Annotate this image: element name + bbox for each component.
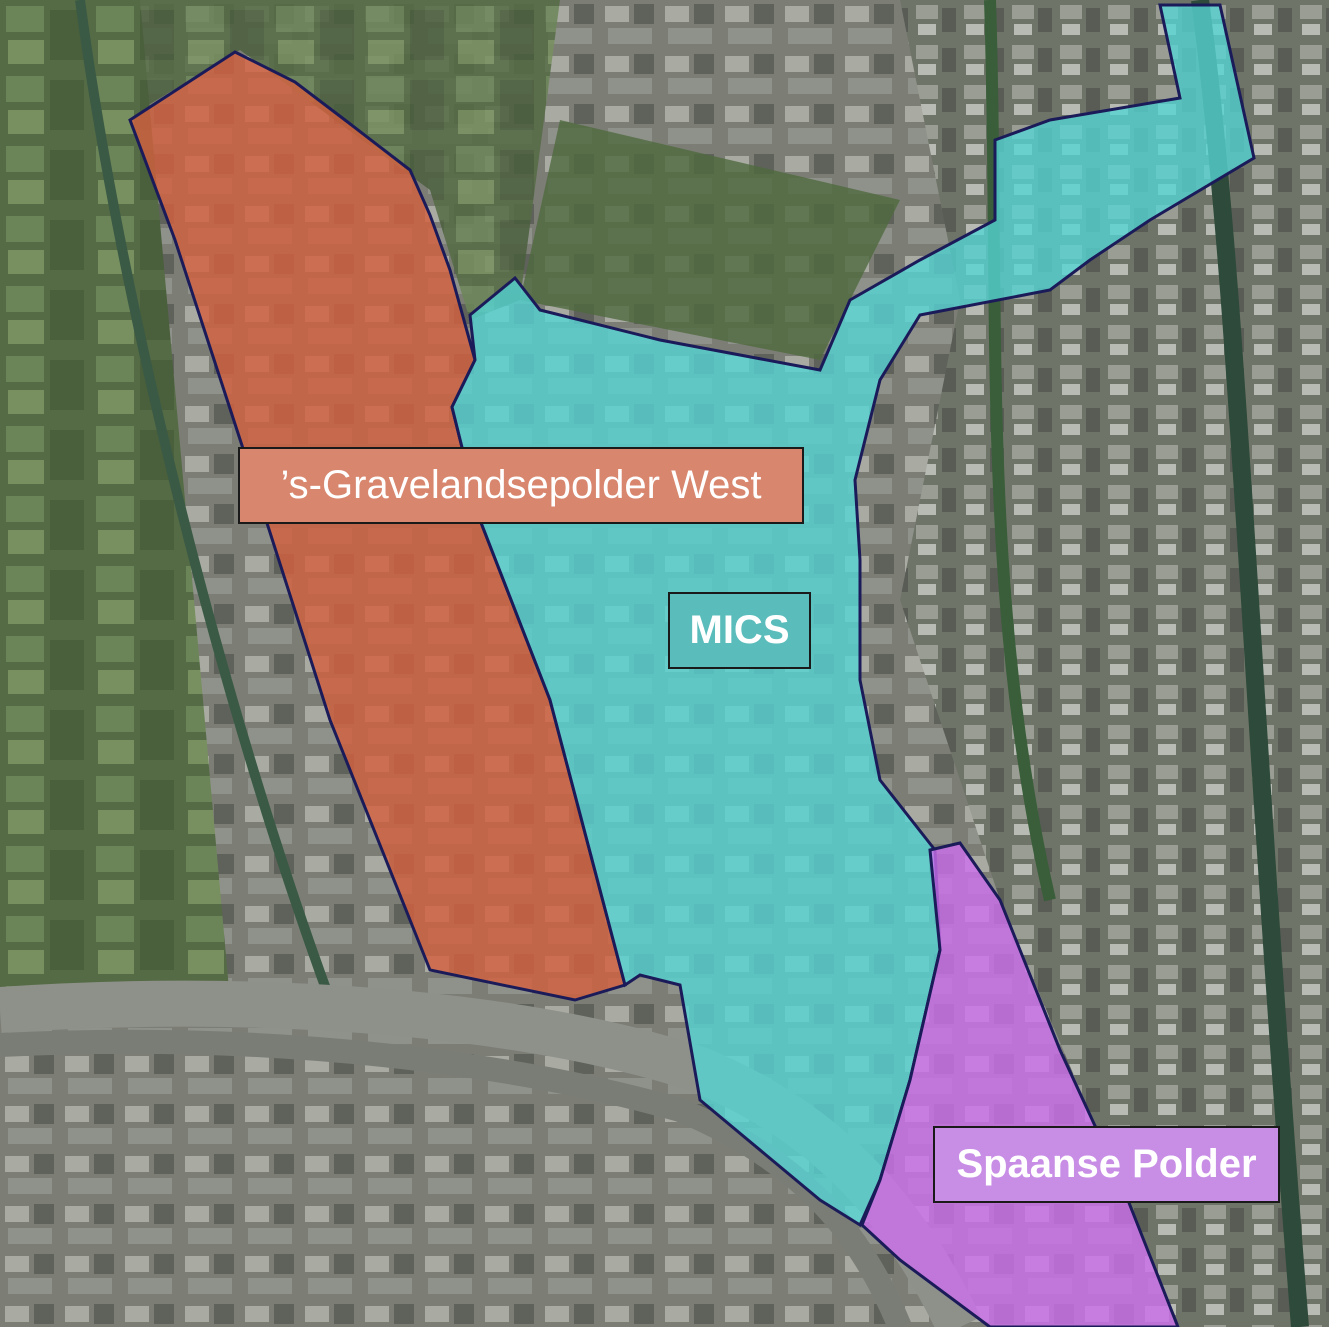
woodland <box>520 120 900 360</box>
north-green-area <box>140 0 560 320</box>
zone-label-gravelandsepolder-west: ’s-Gravelandsepolder West <box>238 447 804 524</box>
zone-label-mics: MICS <box>668 592 811 669</box>
tree-lane <box>984 0 1056 902</box>
zone-label-spaanse-polder: Spaanse Polder <box>933 1126 1280 1203</box>
highway-ramp <box>0 1029 912 1327</box>
zone-spaanse-polder[interactable] <box>860 841 1180 1327</box>
zone-mics[interactable] <box>450 3 1256 1228</box>
green-fields-area <box>0 0 230 1000</box>
canal-west <box>75 0 335 1002</box>
industrial-east-area <box>900 0 1329 1327</box>
